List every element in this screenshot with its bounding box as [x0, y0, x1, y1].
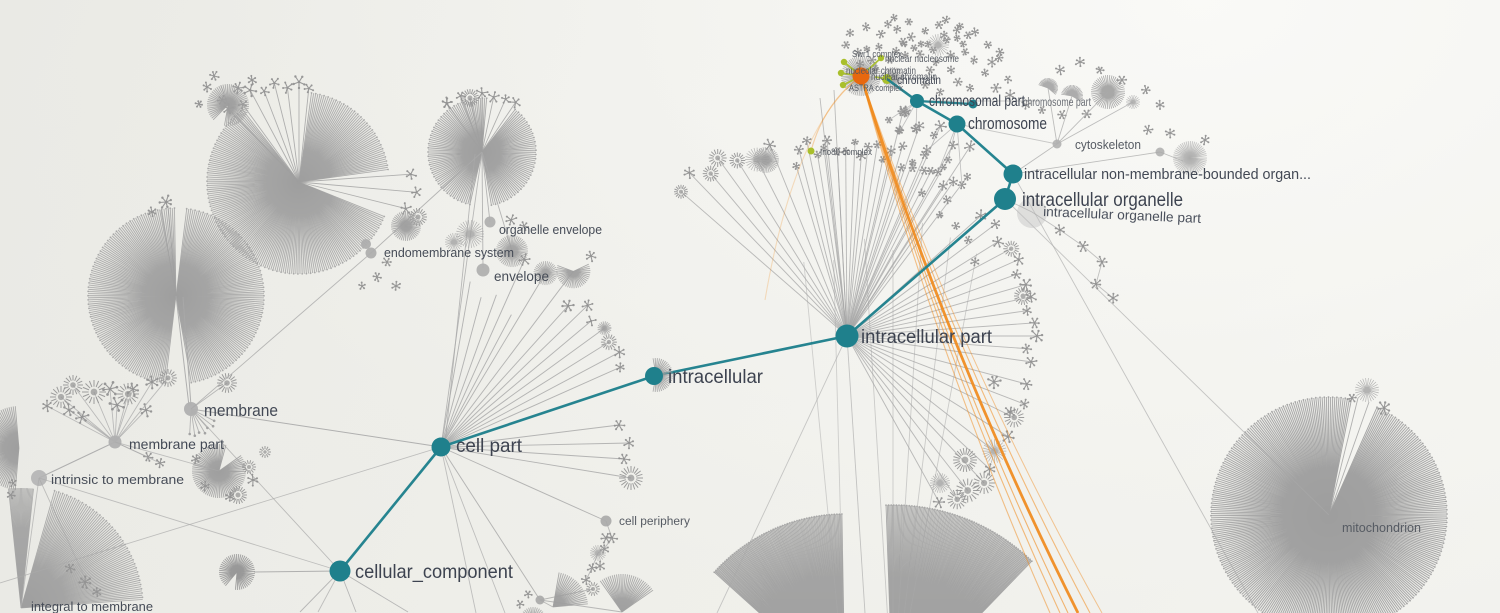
- svg-text:chromosomal part: chromosomal part: [929, 93, 1026, 110]
- svg-text:nuclear chromatin: nuclear chromatin: [871, 72, 937, 83]
- svg-text:cytoskeleton: cytoskeleton: [1075, 138, 1141, 152]
- svg-text:chromosome part: chromosome part: [1023, 97, 1092, 109]
- svg-text:Ino80 complex: Ino80 complex: [820, 147, 872, 158]
- svg-text:intracellular organelle: intracellular organelle: [1022, 189, 1183, 211]
- svg-text:nucleolar chromatin: nucleolar chromatin: [846, 66, 916, 77]
- svg-text:intracellular: intracellular: [668, 366, 763, 388]
- svg-text:organelle envelope: organelle envelope: [499, 222, 602, 237]
- svg-text:membrane: membrane: [204, 402, 278, 420]
- svg-text:chromosome: chromosome: [968, 115, 1047, 133]
- svg-text:envelope: envelope: [494, 268, 549, 284]
- svg-text:intracellular non-membrane-bou: intracellular non-membrane-bounded organ…: [1024, 167, 1311, 183]
- svg-text:membrane part: membrane part: [129, 436, 224, 452]
- svg-text:intrinsic to membrane: intrinsic to membrane: [51, 472, 184, 487]
- svg-text:Swr1 complex: Swr1 complex: [852, 49, 902, 60]
- svg-text:cell periphery: cell periphery: [619, 516, 690, 528]
- svg-text:intracellular organelle part: intracellular organelle part: [1043, 204, 1202, 226]
- svg-text:cellular_component: cellular_component: [355, 561, 514, 583]
- svg-text:endomembrane system: endomembrane system: [384, 245, 514, 260]
- svg-text:ASTRA complex: ASTRA complex: [849, 83, 903, 94]
- svg-text:integral to membrane: integral to membrane: [31, 599, 153, 613]
- svg-text:intracellular part: intracellular part: [861, 326, 993, 348]
- svg-text:nuclear nucleosome: nuclear nucleosome: [885, 54, 959, 65]
- svg-text:chromatin: chromatin: [897, 73, 941, 87]
- svg-text:cell part: cell part: [456, 435, 523, 457]
- svg-text:mitochondrion: mitochondrion: [1342, 521, 1421, 535]
